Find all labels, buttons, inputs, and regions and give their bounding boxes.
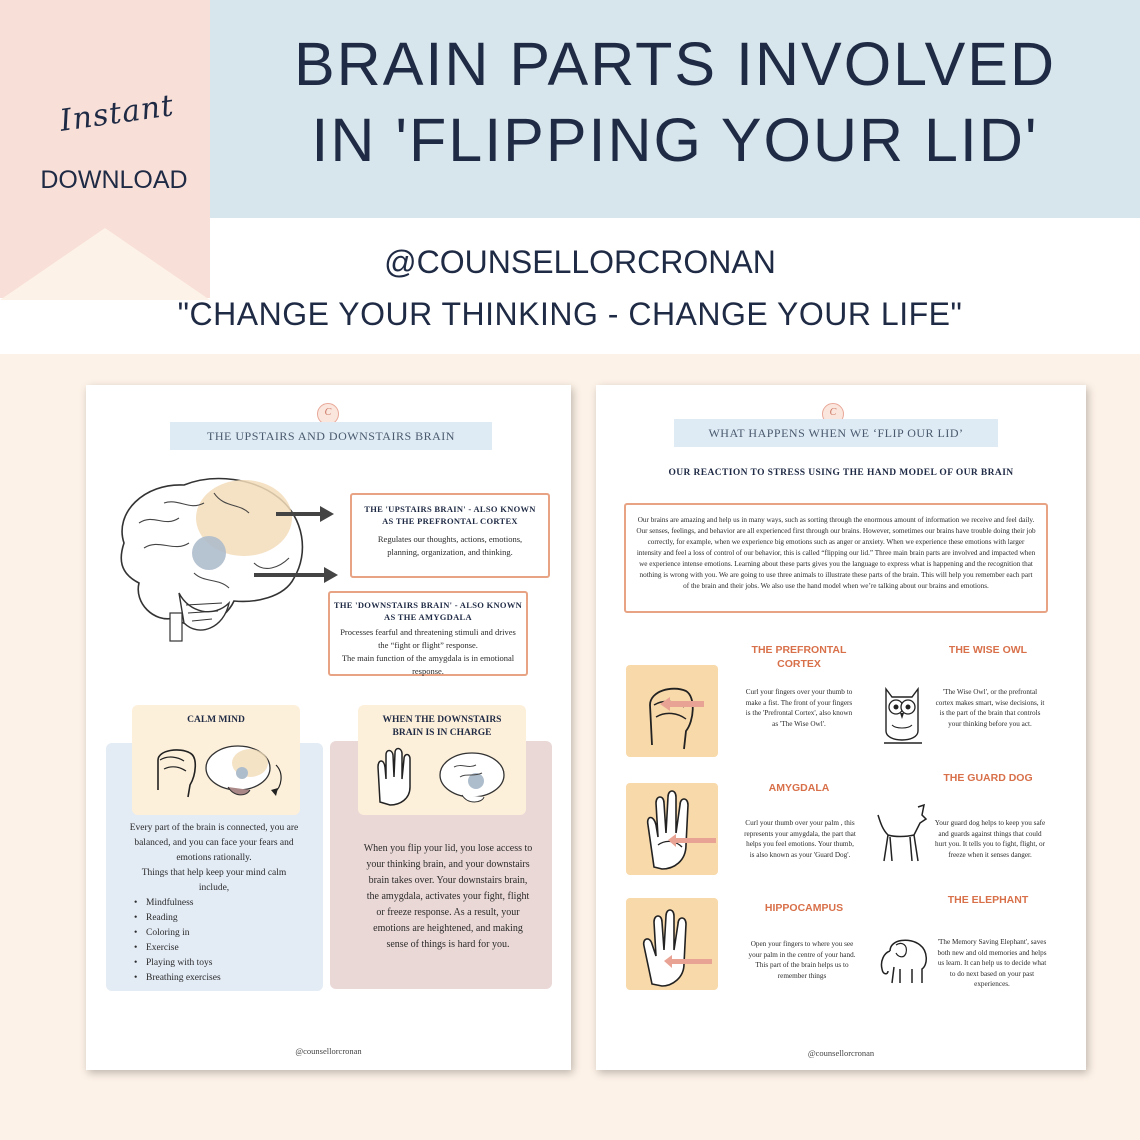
guard-dog-text: Your guard dog helps to keep you safe an… xyxy=(934,819,1046,859)
guard-dog-icon xyxy=(877,803,928,862)
wise-owl-text: 'The Wise Owl', or the prefrontal cortex… xyxy=(935,688,1045,728)
open-palm-icon xyxy=(642,909,712,987)
prefrontal-title: THE PREFRONTAL CORTEX xyxy=(751,644,847,670)
right-footer-handle: @counsellorcronan xyxy=(807,1048,875,1058)
downstairs-text-1: Processes fearful and threatening stimul… xyxy=(340,627,516,650)
wise-owl-title: THE WISE OWL xyxy=(948,644,1028,656)
list-item: Reading xyxy=(134,911,300,926)
downstairs-charge-text: When you flip your lid, you lose access … xyxy=(363,843,533,950)
headline-line-1: BRAIN PARTS INVOLVED xyxy=(293,30,1057,98)
hippocampus-text: Open your fingers to where you see your … xyxy=(748,940,856,980)
prefrontal-text: Curl your fingers over your thumb to mak… xyxy=(745,688,853,728)
headline-line-2: IN 'FLIPPING YOUR LID' xyxy=(311,106,1039,174)
open-hand-and-brain-icon xyxy=(377,747,505,806)
arrow-right-icon xyxy=(276,506,334,522)
elephant-text: 'The Memory Saving Elephant', saves both… xyxy=(937,938,1047,988)
intro-text: Our brains are amazing and help us in ma… xyxy=(636,516,1036,590)
section-title-pill: THE UPSTAIRS AND DOWNSTAIRS BRAIN xyxy=(170,422,492,450)
hippocampus-title: HIPPOCAMPUS xyxy=(764,902,844,914)
section-title-pill: WHAT HAPPENS WHEN WE ‘FLIP OUR LID’ xyxy=(674,419,998,447)
downstairs-charge-title: WHEN THE DOWNSTAIRS BRAIN IS IN CHARGE xyxy=(358,714,526,740)
list-item: Breathing exercises xyxy=(134,971,300,986)
thumb-over-palm-icon xyxy=(646,790,716,870)
list-item: Exercise xyxy=(134,941,300,956)
logo-letter: C xyxy=(829,407,837,418)
thumb-hand-tile xyxy=(626,783,718,875)
amygdala-title: AMYGDALA xyxy=(768,782,830,794)
calm-mind-card: CALM MIND xyxy=(132,705,300,815)
left-worksheet-page: C THE UPSTAIRS AND DOWNSTAIRS BRAIN THE … xyxy=(86,385,571,1070)
downstairs-title-1: THE 'DOWNSTAIRS BRAIN' - ALSO KNOWN xyxy=(333,600,523,610)
downstairs-text-2: The main function of the amygdala is in … xyxy=(341,653,515,676)
downstairs-title-2: AS THE AMYGDALA xyxy=(384,612,472,622)
downstairs-brain-box: THE 'DOWNSTAIRS BRAIN' - ALSO KNOWN AS T… xyxy=(328,591,528,676)
ribbon-notch xyxy=(0,228,210,300)
ribbon-fill xyxy=(0,218,210,228)
ribbon-download-label: DOWNLOAD xyxy=(40,166,188,194)
list-item: Mindfulness xyxy=(134,896,300,911)
amygdala-text: Curl your thumb over your palm , this re… xyxy=(744,819,856,859)
main-headline: BRAIN PARTS INVOLVED IN 'FLIPPING YOUR L… xyxy=(210,26,1140,178)
calm-mind-list: Mindfulness Reading Coloring in Exercise… xyxy=(134,896,300,986)
guard-dog-title: THE GUARD DOG xyxy=(943,772,1033,784)
calm-mind-title: CALM MIND xyxy=(187,715,245,725)
subtitle: OUR REACTION TO STRESS USING THE HAND MO… xyxy=(668,468,1014,478)
fist-hand-tile xyxy=(626,665,718,757)
elephant-icon xyxy=(880,939,927,984)
open-hand-tile xyxy=(626,898,718,990)
upstairs-text: Regulates our thoughts, actions, emotion… xyxy=(377,534,523,557)
calm-mind-list-intro: Things that help keep your mind calm inc… xyxy=(141,868,287,893)
upstairs-brain-box: THE 'UPSTAIRS BRAIN' - ALSO KNOWN AS THE… xyxy=(350,493,550,578)
list-item: Coloring in xyxy=(134,926,300,941)
right-worksheet-page: C WHAT HAPPENS WHEN WE ‘FLIP OUR LID’ OU… xyxy=(596,385,1086,1070)
brain-illustration-icon xyxy=(120,477,304,642)
calm-mind-text: Every part of the brain is connected, yo… xyxy=(129,823,299,863)
list-item: Playing with toys xyxy=(134,956,300,971)
upstairs-title-2: AS THE PREFRONTAL CORTEX xyxy=(382,516,518,526)
logo-letter: C xyxy=(324,407,332,418)
upstairs-title-1: THE 'UPSTAIRS BRAIN' - ALSO KNOWN xyxy=(364,504,536,514)
arrow-right-icon xyxy=(254,567,338,583)
tagline: "CHANGE YOUR THINKING - CHANGE YOUR LIFE… xyxy=(177,296,963,332)
charge-title-1: WHEN THE DOWNSTAIRS xyxy=(382,715,502,725)
fist-and-brain-icon xyxy=(157,745,282,798)
charge-title-2: BRAIN IS IN CHARGE xyxy=(392,728,492,738)
left-footer-handle: @counsellorcronan xyxy=(295,1046,362,1056)
fist-icon xyxy=(649,687,704,750)
calm-mind-body: Every part of the brain is connected, yo… xyxy=(128,821,300,986)
author-handle: @COUNSELLORCRONAN xyxy=(384,244,776,280)
downstairs-charge-card: WHEN THE DOWNSTAIRS BRAIN IS IN CHARGE xyxy=(358,705,526,815)
elephant-title: THE ELEPHANT xyxy=(947,894,1029,906)
owl-icon xyxy=(884,686,922,744)
intro-box: Our brains are amazing and help us in ma… xyxy=(624,503,1048,613)
